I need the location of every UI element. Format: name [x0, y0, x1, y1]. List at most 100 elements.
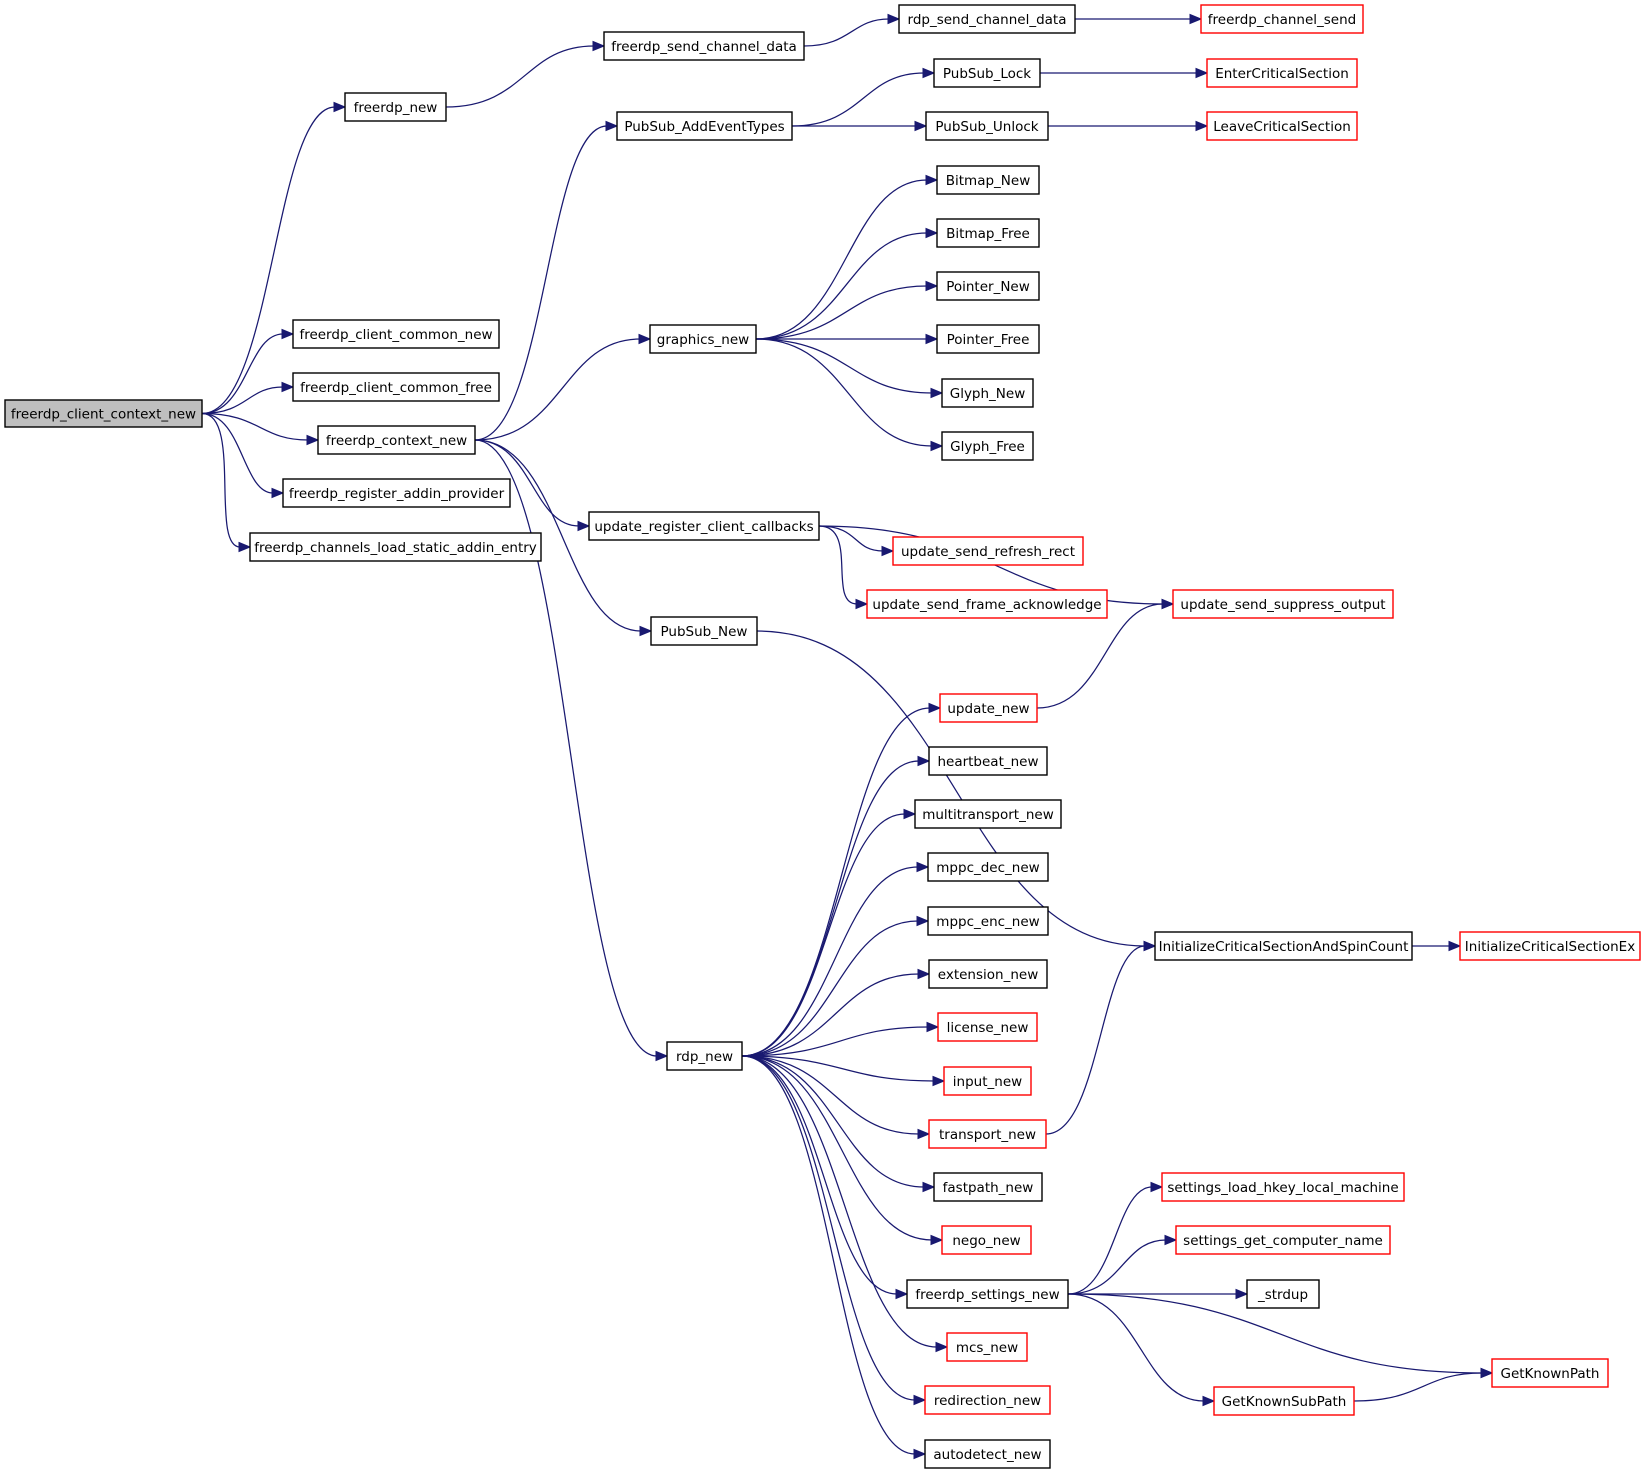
node-leave-cs[interactable]: LeaveCriticalSection — [1206, 111, 1358, 141]
node-bitmap-free[interactable]: Bitmap_Free — [936, 218, 1040, 248]
node-label: update_register_client_callbacks — [594, 519, 813, 535]
node-context-new[interactable]: freerdp_context_new — [317, 425, 476, 455]
arrowhead — [638, 333, 652, 345]
node-multitransport-new[interactable]: multitransport_new — [914, 799, 1062, 829]
arrowhead — [926, 1021, 940, 1033]
node-box — [1491, 1358, 1609, 1388]
edge-rdp_new-to-transport_new — [741, 1055, 931, 1140]
node-settings-load-hkey[interactable]: settings_load_hkey_local_machine — [1161, 1172, 1405, 1202]
arrowhead — [1480, 1367, 1494, 1379]
node-strdup[interactable]: _strdup — [1246, 1279, 1320, 1309]
node-box — [925, 111, 1049, 141]
node-freerdp-new[interactable]: freerdp_new — [344, 92, 447, 122]
node-pointer-new[interactable]: Pointer_New — [936, 271, 1040, 301]
node-label: freerdp_client_common_new — [299, 327, 492, 343]
node-mcs-new[interactable]: mcs_new — [946, 1332, 1028, 1362]
node-update-send-frame-ack[interactable]: update_send_frame_acknowledge — [866, 589, 1108, 619]
arrowhead — [1235, 1288, 1249, 1300]
node-autodetect-new[interactable]: autodetect_new — [924, 1439, 1051, 1469]
node-box — [1459, 931, 1641, 961]
node-pubsub-new[interactable]: PubSub_New — [650, 616, 758, 646]
arrowhead — [928, 702, 942, 714]
node-graphics-new[interactable]: graphics_new — [649, 324, 757, 354]
node-label: redirection_new — [934, 1393, 1041, 1409]
node-send-channel-data[interactable]: freerdp_send_channel_data — [603, 31, 805, 61]
node-rdp-send-channel-data[interactable]: rdp_send_channel_data — [898, 4, 1076, 34]
node-heartbeat-new[interactable]: heartbeat_new — [928, 746, 1048, 776]
node-label: PubSub_AddEventTypes — [624, 119, 784, 135]
node-box — [1206, 58, 1358, 88]
node-label: multitransport_new — [922, 807, 1054, 823]
edge-rdp_new-to-mppc_dec_new — [741, 861, 930, 1057]
node-label: freerdp_context_new — [326, 433, 467, 449]
node-update-send-refresh-rect[interactable]: update_send_refresh_rect — [892, 536, 1084, 566]
edge-graphics_new-to-bitmap_free — [755, 227, 939, 340]
node-box — [933, 1172, 1043, 1202]
node-init-cs-ex[interactable]: InitializeCriticalSectionEx — [1459, 931, 1641, 961]
node-pubsub-lock[interactable]: PubSub_Lock — [933, 58, 1041, 88]
node-label: settings_get_computer_name — [1183, 1233, 1383, 1249]
arrowhead — [1202, 1395, 1216, 1407]
arrowhead — [922, 1181, 936, 1193]
node-init-cs-spin[interactable]: InitializeCriticalSectionAndSpinCount — [1154, 931, 1413, 961]
node-label: Bitmap_New — [946, 173, 1031, 189]
node-extension-new[interactable]: extension_new — [928, 959, 1048, 989]
node-redirection-new[interactable]: redirection_new — [924, 1385, 1051, 1415]
node-getknownpath[interactable]: GetKnownPath — [1491, 1358, 1609, 1388]
node-common-new[interactable]: freerdp_client_common_new — [292, 319, 500, 349]
node-nego-new[interactable]: nego_new — [941, 1225, 1032, 1255]
node-channels-load[interactable]: freerdp_channels_load_static_addin_entry — [249, 532, 542, 562]
edge-root-to-common_free — [201, 381, 295, 415]
node-settings-get-computer[interactable]: settings_get_computer_name — [1175, 1225, 1391, 1255]
edge-settings_new-to-settings_load_hkey — [1067, 1181, 1164, 1295]
node-license-new[interactable]: license_new — [937, 1012, 1038, 1042]
node-mppc-dec-new[interactable]: mppc_dec_new — [927, 852, 1049, 882]
node-box — [1200, 4, 1364, 34]
node-box — [928, 959, 1048, 989]
node-transport-new[interactable]: transport_new — [928, 1119, 1047, 1149]
node-mppc-enc-new[interactable]: mppc_enc_new — [927, 906, 1049, 936]
arrowhead — [903, 808, 917, 820]
node-bitmap-new[interactable]: Bitmap_New — [936, 165, 1040, 195]
node-box — [936, 324, 1040, 354]
node-input-new[interactable]: input_new — [943, 1066, 1032, 1096]
node-enter-cs[interactable]: EnterCriticalSection — [1206, 58, 1358, 88]
node-common-free[interactable]: freerdp_client_common_free — [292, 372, 500, 402]
arrowhead — [930, 440, 944, 452]
node-register-addin[interactable]: freerdp_register_addin_provider — [282, 478, 511, 508]
node-box — [928, 746, 1048, 776]
node-label: mcs_new — [956, 1340, 1018, 1356]
node-fastpath-new[interactable]: fastpath_new — [933, 1172, 1043, 1202]
node-update-new[interactable]: update_new — [939, 693, 1038, 723]
node-label: settings_load_hkey_local_machine — [1167, 1180, 1398, 1196]
node-box — [344, 92, 447, 122]
edge-transport_new-to-init_cs_spin — [1045, 940, 1157, 1135]
node-update-send-suppress[interactable]: update_send_suppress_output — [1172, 589, 1394, 619]
node-settings-new[interactable]: freerdp_settings_new — [906, 1279, 1069, 1309]
node-pubsub-unlock[interactable]: PubSub_Unlock — [925, 111, 1049, 141]
node-glyph-free[interactable]: Glyph_Free — [941, 431, 1034, 461]
node-label: InitializeCriticalSectionAndSpinCount — [1159, 939, 1409, 955]
node-box — [946, 1332, 1028, 1362]
node-label: Glyph_Free — [950, 439, 1025, 455]
arrowhead — [592, 40, 606, 52]
node-label: Glyph_New — [950, 386, 1026, 402]
edge-graphics_new-to-pointer_free — [756, 333, 939, 345]
edge-rdp_new-to-nego_new — [741, 1055, 944, 1246]
node-glyph-new[interactable]: Glyph_New — [941, 378, 1034, 408]
node-root[interactable]: freerdp_client_context_new — [4, 399, 203, 428]
node-box — [866, 589, 1108, 619]
node-channel-send[interactable]: freerdp_channel_send — [1200, 4, 1364, 34]
node-getknownsubpath[interactable]: GetKnownSubPath — [1213, 1386, 1355, 1416]
edge-graphics_new-to-glyph_new — [755, 338, 944, 399]
node-box — [4, 399, 203, 428]
node-box — [1213, 1386, 1355, 1416]
arrowhead — [916, 915, 930, 927]
node-box — [1172, 589, 1394, 619]
node-pointer-free[interactable]: Pointer_Free — [936, 324, 1040, 354]
node-update-register[interactable]: update_register_client_callbacks — [588, 511, 820, 541]
node-pubsub-addeventtypes[interactable]: PubSub_AddEventTypes — [616, 111, 793, 141]
node-label: extension_new — [938, 967, 1038, 983]
node-rdp-new[interactable]: rdp_new — [666, 1041, 743, 1071]
arrowhead — [281, 328, 295, 340]
